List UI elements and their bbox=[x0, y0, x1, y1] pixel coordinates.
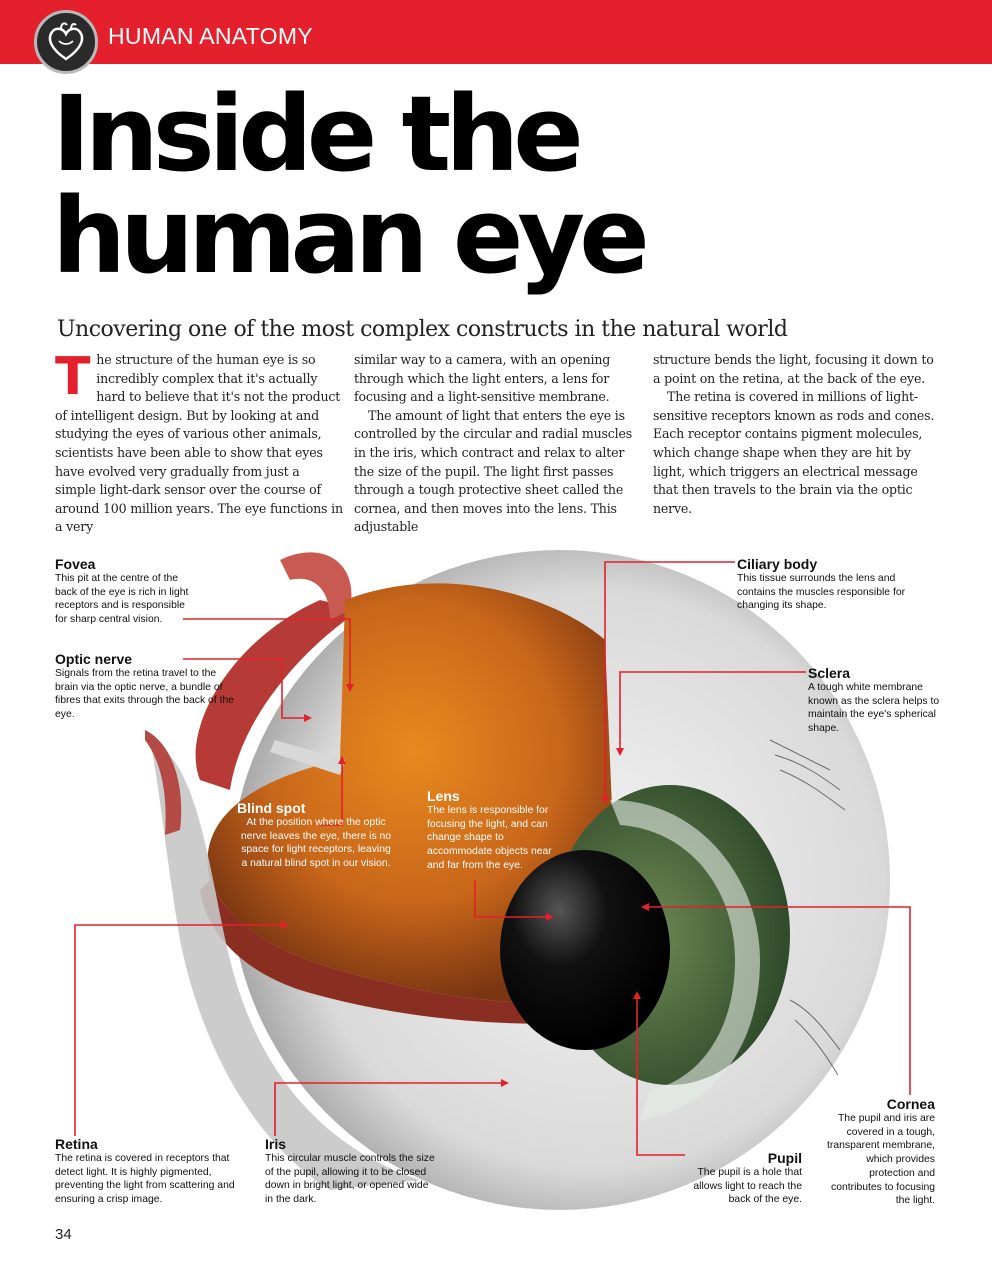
label-text: The pupil and iris are covered in a toug… bbox=[826, 1113, 935, 1207]
label-retina: Retina The retina is covered in receptor… bbox=[55, 1136, 250, 1207]
label-pupil: Pupil The pupil is a hole that allows li… bbox=[684, 1150, 802, 1207]
label-text: The retina is covered in receptors that … bbox=[55, 1153, 235, 1206]
page-subtitle: Uncovering one of the most complex const… bbox=[57, 317, 788, 342]
body-text: The amount of light that enters the eye … bbox=[354, 407, 632, 535]
label-text: Signals from the retina travel to the br… bbox=[55, 668, 235, 721]
label-optic-nerve: Optic nerve Signals from the retina trav… bbox=[55, 651, 235, 722]
label-text: A tough white membrane known as the scle… bbox=[808, 682, 940, 735]
label-blind-spot: Blind spot At the position where the opt… bbox=[237, 800, 395, 871]
page-title: Inside the human eye bbox=[52, 73, 952, 297]
heart-icon bbox=[34, 10, 98, 74]
label-text: The lens is responsible for focusing the… bbox=[427, 805, 552, 871]
label-cornea: Cornea The pupil and iris are covered in… bbox=[820, 1096, 935, 1208]
label-text: At the position where the optic nerve le… bbox=[240, 817, 392, 870]
label-lens: Lens The lens is responsible for focusin… bbox=[427, 788, 567, 873]
body-text: The retina is covered in millions of lig… bbox=[653, 389, 935, 516]
body-column-1: T he structure of the human eye is so in… bbox=[55, 351, 343, 537]
label-text: This tissue surrounds the lens and conta… bbox=[737, 573, 906, 612]
eye-cross-section-illustration bbox=[74, 550, 911, 1210]
body-text: similar way to a camera, with an opening… bbox=[354, 352, 611, 405]
body-text: structure bends the light, focusing it d… bbox=[653, 352, 934, 386]
label-text: This pit at the centre of the back of th… bbox=[55, 573, 189, 626]
label-text: The pupil is a hole that allows light to… bbox=[693, 1167, 802, 1206]
page-number: 34 bbox=[55, 1226, 72, 1243]
drop-cap: T bbox=[55, 347, 91, 407]
label-title: Sclera bbox=[808, 665, 851, 681]
body-text: he structure of the human eye is so incr… bbox=[55, 352, 343, 535]
label-title: Cornea bbox=[886, 1096, 935, 1112]
label-title: Fovea bbox=[55, 556, 96, 572]
label-iris: Iris This circular muscle controls the s… bbox=[265, 1136, 435, 1207]
label-title: Blind spot bbox=[237, 800, 306, 816]
label-title: Lens bbox=[427, 788, 460, 804]
body-column-2: similar way to a camera, with an opening… bbox=[354, 351, 642, 537]
label-ciliary-body: Ciliary body This tissue surrounds the l… bbox=[737, 556, 917, 613]
label-title: Pupil bbox=[767, 1150, 802, 1166]
body-column-3: structure bends the light, focusing it d… bbox=[653, 351, 941, 518]
section-label: HUMAN ANATOMY bbox=[108, 23, 313, 49]
label-title: Iris bbox=[265, 1136, 287, 1152]
label-sclera: Sclera A tough white membrane known as t… bbox=[808, 665, 943, 736]
label-text: This circular muscle controls the size o… bbox=[265, 1153, 435, 1206]
label-title: Optic nerve bbox=[55, 651, 133, 667]
title-line-2: human eye bbox=[52, 174, 650, 297]
label-title: Retina bbox=[55, 1136, 98, 1152]
title-line-1: Inside the bbox=[52, 73, 584, 195]
header-bar bbox=[0, 0, 992, 64]
label-title: Ciliary body bbox=[737, 556, 818, 572]
label-fovea: Fovea This pit at the centre of the back… bbox=[55, 556, 195, 627]
